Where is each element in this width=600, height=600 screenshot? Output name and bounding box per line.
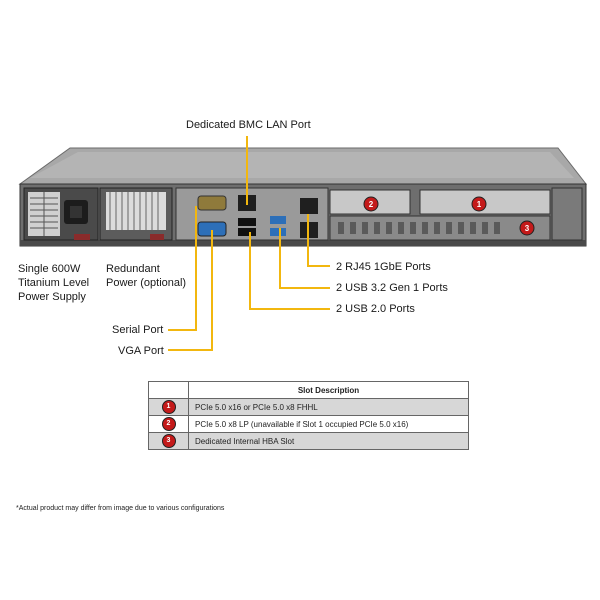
callout-serial: Serial Port <box>112 324 164 336</box>
leader-vga <box>168 230 213 351</box>
callout-usb32: 2 USB 3.2 Gen 1 Ports <box>336 282 448 294</box>
slot-number-badge: 1 <box>161 400 176 414</box>
footnote: *Actual product may differ from image du… <box>16 505 225 512</box>
leader-usb32 <box>279 228 330 289</box>
power-supply <box>23 187 99 241</box>
io-panel <box>175 187 329 241</box>
table-row: 3 Dedicated Internal HBA Slot <box>148 432 469 450</box>
slot-badge-2: 2 <box>363 196 379 212</box>
callout-redundant: Redundant Power (optional) <box>106 263 187 289</box>
callout-bmc: Dedicated BMC LAN Port <box>186 119 311 131</box>
leader-usb20 <box>249 232 330 310</box>
redundant-power-bay <box>99 187 173 241</box>
leader-serial <box>168 206 197 331</box>
slot-description: PCIe 5.0 x16 or PCIe 5.0 x8 FHHL <box>188 398 469 416</box>
expansion-slots <box>329 187 583 241</box>
leader-rj45 <box>307 214 330 267</box>
callout-rj45: 2 RJ45 1GbE Ports <box>336 261 431 273</box>
slot-number-badge: 3 <box>161 434 176 448</box>
callout-psu: Single 600W Titanium Level Power Supply <box>18 263 90 303</box>
slot-description-table: Slot Description 1 PCIe 5.0 x16 or PCIe … <box>148 381 469 450</box>
slot-description: PCIe 5.0 x8 LP (unavailable if Slot 1 oc… <box>188 415 469 433</box>
slot-table-number-header <box>148 381 189 399</box>
slot-table-header: Slot Description <box>188 381 469 399</box>
callout-vga: VGA Port <box>118 345 164 357</box>
slot-badge-3-label: 3 <box>525 224 530 233</box>
table-row: 1 PCIe 5.0 x16 or PCIe 5.0 x8 FHHL <box>148 398 469 416</box>
slot-badge-1-label: 1 <box>477 200 482 209</box>
slot-badge-2-label: 2 <box>369 200 374 209</box>
slot-description: Dedicated Internal HBA Slot <box>188 432 469 450</box>
slot-badge-1: 1 <box>471 196 487 212</box>
slot-badge-3: 3 <box>519 220 535 236</box>
table-row: 2 PCIe 5.0 x8 LP (unavailable if Slot 1 … <box>148 415 469 433</box>
slot-number-badge: 2 <box>161 417 176 431</box>
callout-usb20: 2 USB 2.0 Ports <box>336 303 415 315</box>
